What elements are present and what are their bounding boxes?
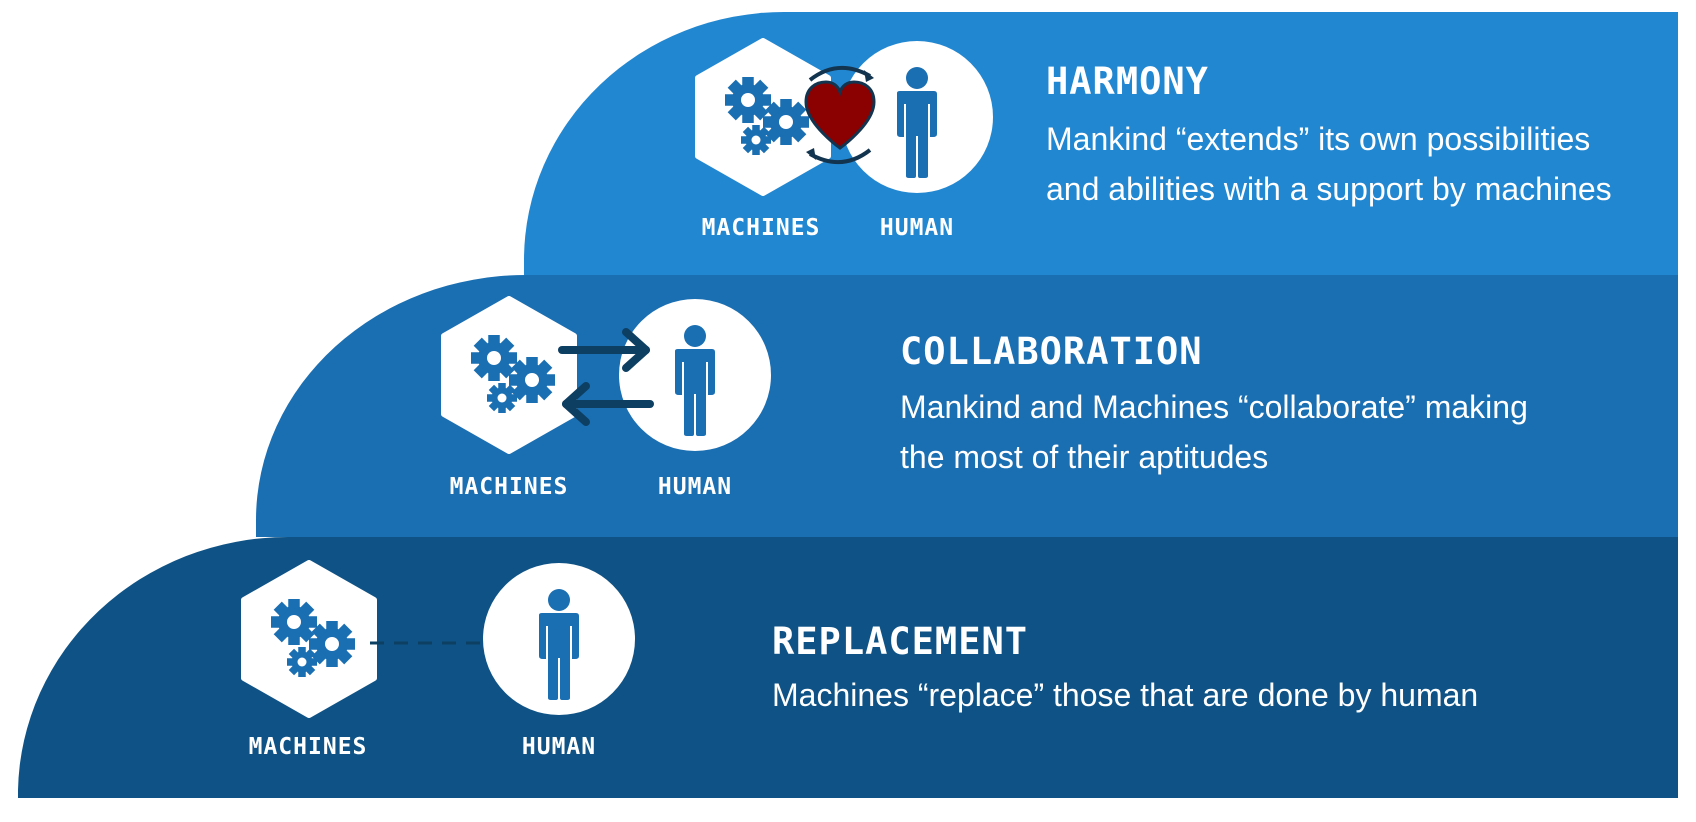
machines-icon-harmony [695, 38, 831, 196]
machines-label-harmony: MACHINES [701, 215, 821, 241]
human-icon-replacement [483, 563, 635, 715]
machines-label-replacement: MACHINES [248, 734, 368, 760]
title-replacement: REPLACEMENT [772, 620, 1029, 663]
title-collaboration: COLLABORATION [900, 330, 1203, 373]
bidirectional-arrows-icon [558, 328, 654, 426]
human-label-collaboration: HUMAN [657, 474, 733, 500]
description-replacement-line-1: Machines “replace” those that are done b… [772, 677, 1479, 713]
heart-cycle-icon [804, 65, 876, 165]
human-icon-harmony [841, 41, 993, 193]
machines-icon-collaboration [441, 296, 577, 454]
machines-label-collaboration: MACHINES [449, 474, 569, 500]
human-label-replacement: HUMAN [521, 734, 597, 760]
human-icon-collaboration [619, 299, 771, 451]
description-collaboration-line-2: the most of their aptitudes [900, 439, 1269, 475]
machines-icon-replacement [241, 560, 377, 718]
human-label-harmony: HUMAN [879, 215, 955, 241]
description-harmony-line-1: Mankind “extends” its own possibilities [1046, 121, 1591, 157]
title-harmony: HARMONY [1046, 60, 1209, 103]
description-harmony-line-2: and abilities with a support by machines [1046, 171, 1612, 207]
description-collaboration-line-1: Mankind and Machines “collaborate” makin… [900, 389, 1528, 425]
